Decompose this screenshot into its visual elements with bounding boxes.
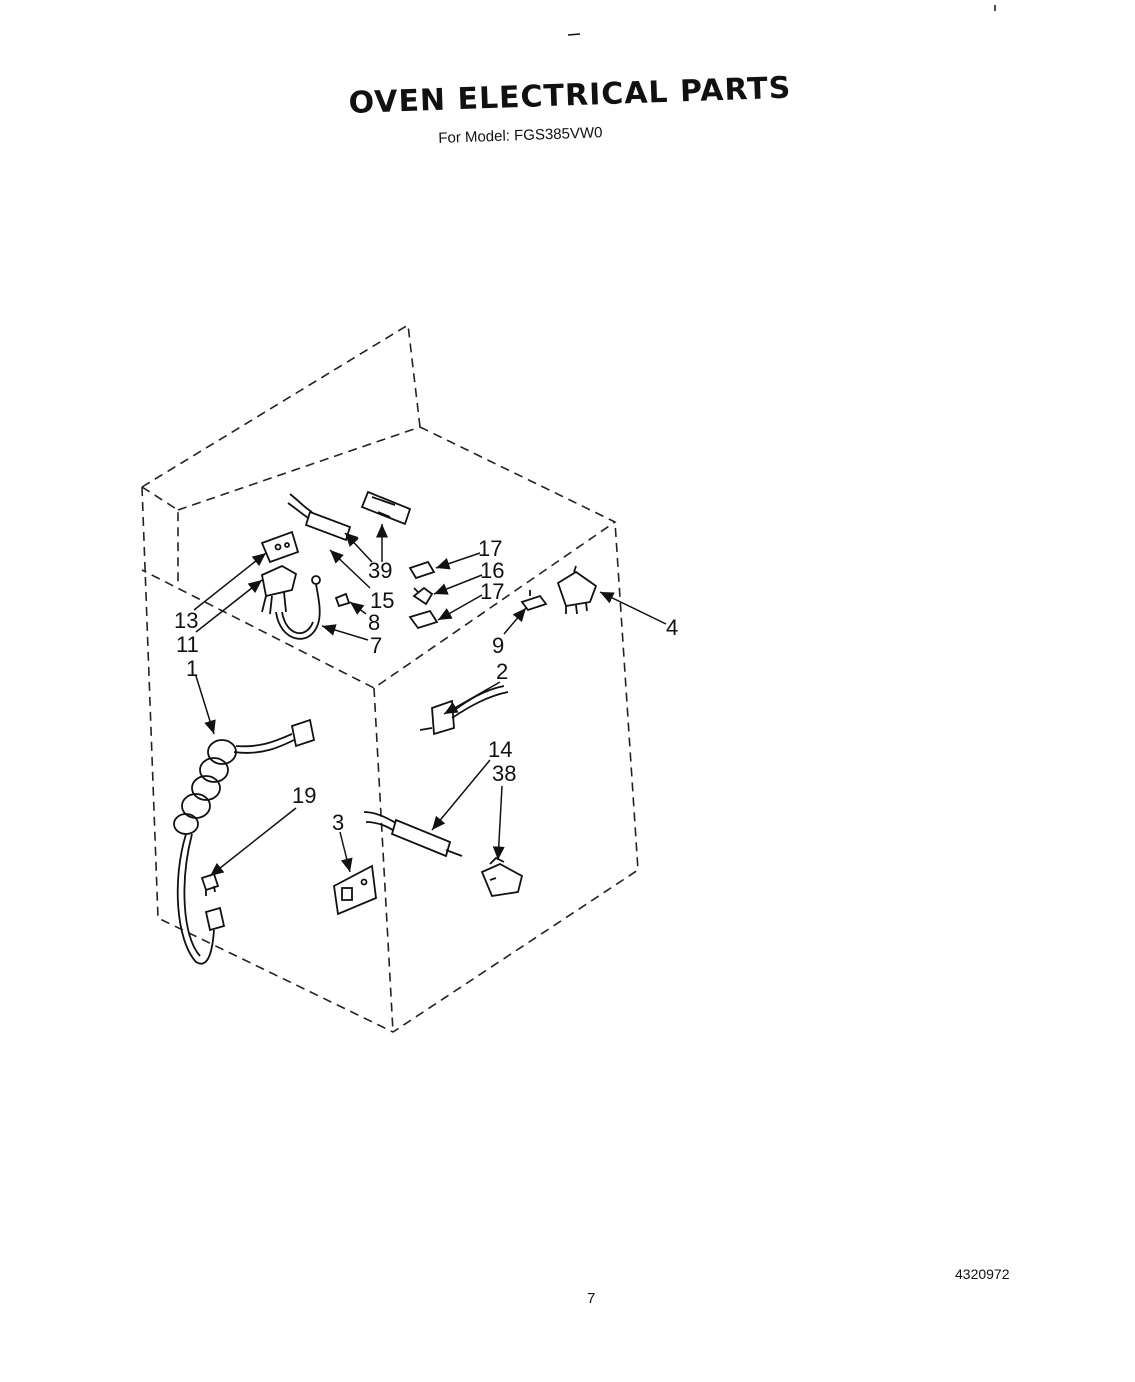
part-11-relay xyxy=(260,564,298,615)
callout-39: 39 xyxy=(368,558,392,583)
callout-2: 2 xyxy=(496,659,508,684)
part-2-igniter xyxy=(419,685,509,736)
part-9-switch xyxy=(520,590,548,612)
callout-1: 1 xyxy=(186,656,198,681)
part-17-pad-lower xyxy=(408,609,439,630)
callout-38: 38 xyxy=(492,761,516,786)
callout-19: 19 xyxy=(292,783,316,808)
callout-8: 8 xyxy=(368,610,380,635)
callout-13: 13 xyxy=(174,608,198,633)
callout-17-upper: 17 xyxy=(478,536,502,561)
part-39-harness-connector xyxy=(287,493,359,542)
callout-7: 7 xyxy=(370,633,382,658)
part-4-switch-block xyxy=(556,565,598,615)
leader-lines xyxy=(193,524,667,877)
callout-11: 11 xyxy=(176,632,199,657)
page-number: 7 xyxy=(587,1290,596,1307)
cabinet-outline xyxy=(141,323,639,1033)
part-16-sensor xyxy=(412,586,434,606)
callout-4: 4 xyxy=(666,615,678,640)
part-38-connector xyxy=(480,856,524,897)
part-8-clip xyxy=(334,592,351,608)
part-3-control-board xyxy=(333,864,377,916)
part-7-wire xyxy=(275,575,321,640)
part-19-plug-clip xyxy=(200,872,220,896)
callout-17-lower: 17 xyxy=(480,579,504,604)
part-39-connector-block xyxy=(360,490,412,526)
callout-15: 15 xyxy=(370,588,394,613)
callout-labels: 39 17 16 17 15 13 11 8 7 4 9 1 2 14 38 1… xyxy=(174,536,678,835)
callout-3: 3 xyxy=(332,810,344,835)
part-1-power-cord xyxy=(173,718,316,965)
callout-14: 14 xyxy=(488,737,512,762)
callout-9: 9 xyxy=(492,633,504,658)
callout-16: 16 xyxy=(480,558,504,583)
print-mark xyxy=(567,33,581,36)
document-number: 4320972 xyxy=(955,1266,1010,1282)
part-14-harness xyxy=(363,811,463,858)
part-13-bracket xyxy=(260,530,300,564)
part-17-pad-upper xyxy=(408,560,436,580)
